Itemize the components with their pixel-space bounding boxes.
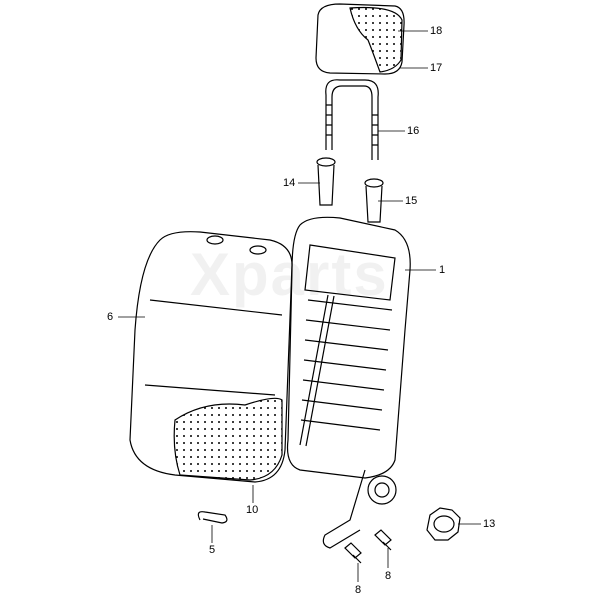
knob-shape xyxy=(426,507,461,541)
backrest-frame-shape xyxy=(286,216,411,549)
bolts-shape xyxy=(344,529,392,564)
leader-lines xyxy=(118,30,481,582)
part-label-17[interactable]: 17 xyxy=(430,62,443,74)
part-label-15[interactable]: 15 xyxy=(405,195,418,207)
backrest-cover-shape xyxy=(129,231,293,483)
part-label-18[interactable]: 18 xyxy=(430,25,443,37)
clip-shape xyxy=(197,511,228,524)
guide-rod-shape xyxy=(325,79,379,160)
part-label-8[interactable]: 8 xyxy=(355,584,362,596)
sleeves-shape xyxy=(316,157,384,223)
part-label-6[interactable]: 6 xyxy=(107,311,114,323)
part-label-8[interactable]: 8 xyxy=(385,570,392,582)
part-label-5[interactable]: 5 xyxy=(209,544,216,556)
headrest-shape xyxy=(315,3,405,75)
part-label-16[interactable]: 16 xyxy=(407,125,420,137)
part-label-1[interactable]: 1 xyxy=(439,264,446,276)
part-label-10[interactable]: 10 xyxy=(246,504,259,516)
part-label-14[interactable]: 14 xyxy=(283,177,296,189)
part-label-13[interactable]: 13 xyxy=(483,518,496,530)
